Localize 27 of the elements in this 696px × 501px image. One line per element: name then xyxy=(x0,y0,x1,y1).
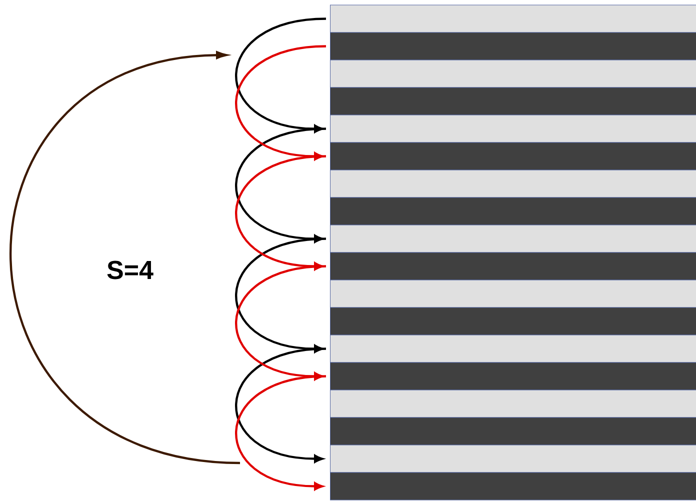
stripe xyxy=(330,4,696,33)
stripe xyxy=(330,114,696,143)
stripe xyxy=(330,472,696,500)
stripe xyxy=(330,307,696,336)
curved-arrow xyxy=(235,375,326,490)
stripe xyxy=(330,417,696,446)
stripe xyxy=(330,87,696,116)
curved-arrow xyxy=(235,265,326,380)
stripe xyxy=(330,32,696,60)
curved-arrow xyxy=(235,128,326,243)
curved-arrow xyxy=(235,18,326,133)
stripe xyxy=(330,444,696,473)
stripe xyxy=(330,280,696,308)
curved-arrow xyxy=(235,348,326,463)
stripe xyxy=(330,60,696,88)
stripe xyxy=(330,390,696,418)
stripe xyxy=(330,362,696,390)
stripe xyxy=(330,170,696,198)
curved-arrow xyxy=(235,45,326,160)
stripe xyxy=(330,334,696,363)
stripe xyxy=(330,252,696,280)
stripe xyxy=(330,197,696,226)
size-label: S=4 xyxy=(107,260,154,280)
stripe xyxy=(330,224,696,253)
stripe xyxy=(330,142,696,170)
curved-arrow xyxy=(235,238,326,353)
curved-arrow xyxy=(235,155,326,270)
